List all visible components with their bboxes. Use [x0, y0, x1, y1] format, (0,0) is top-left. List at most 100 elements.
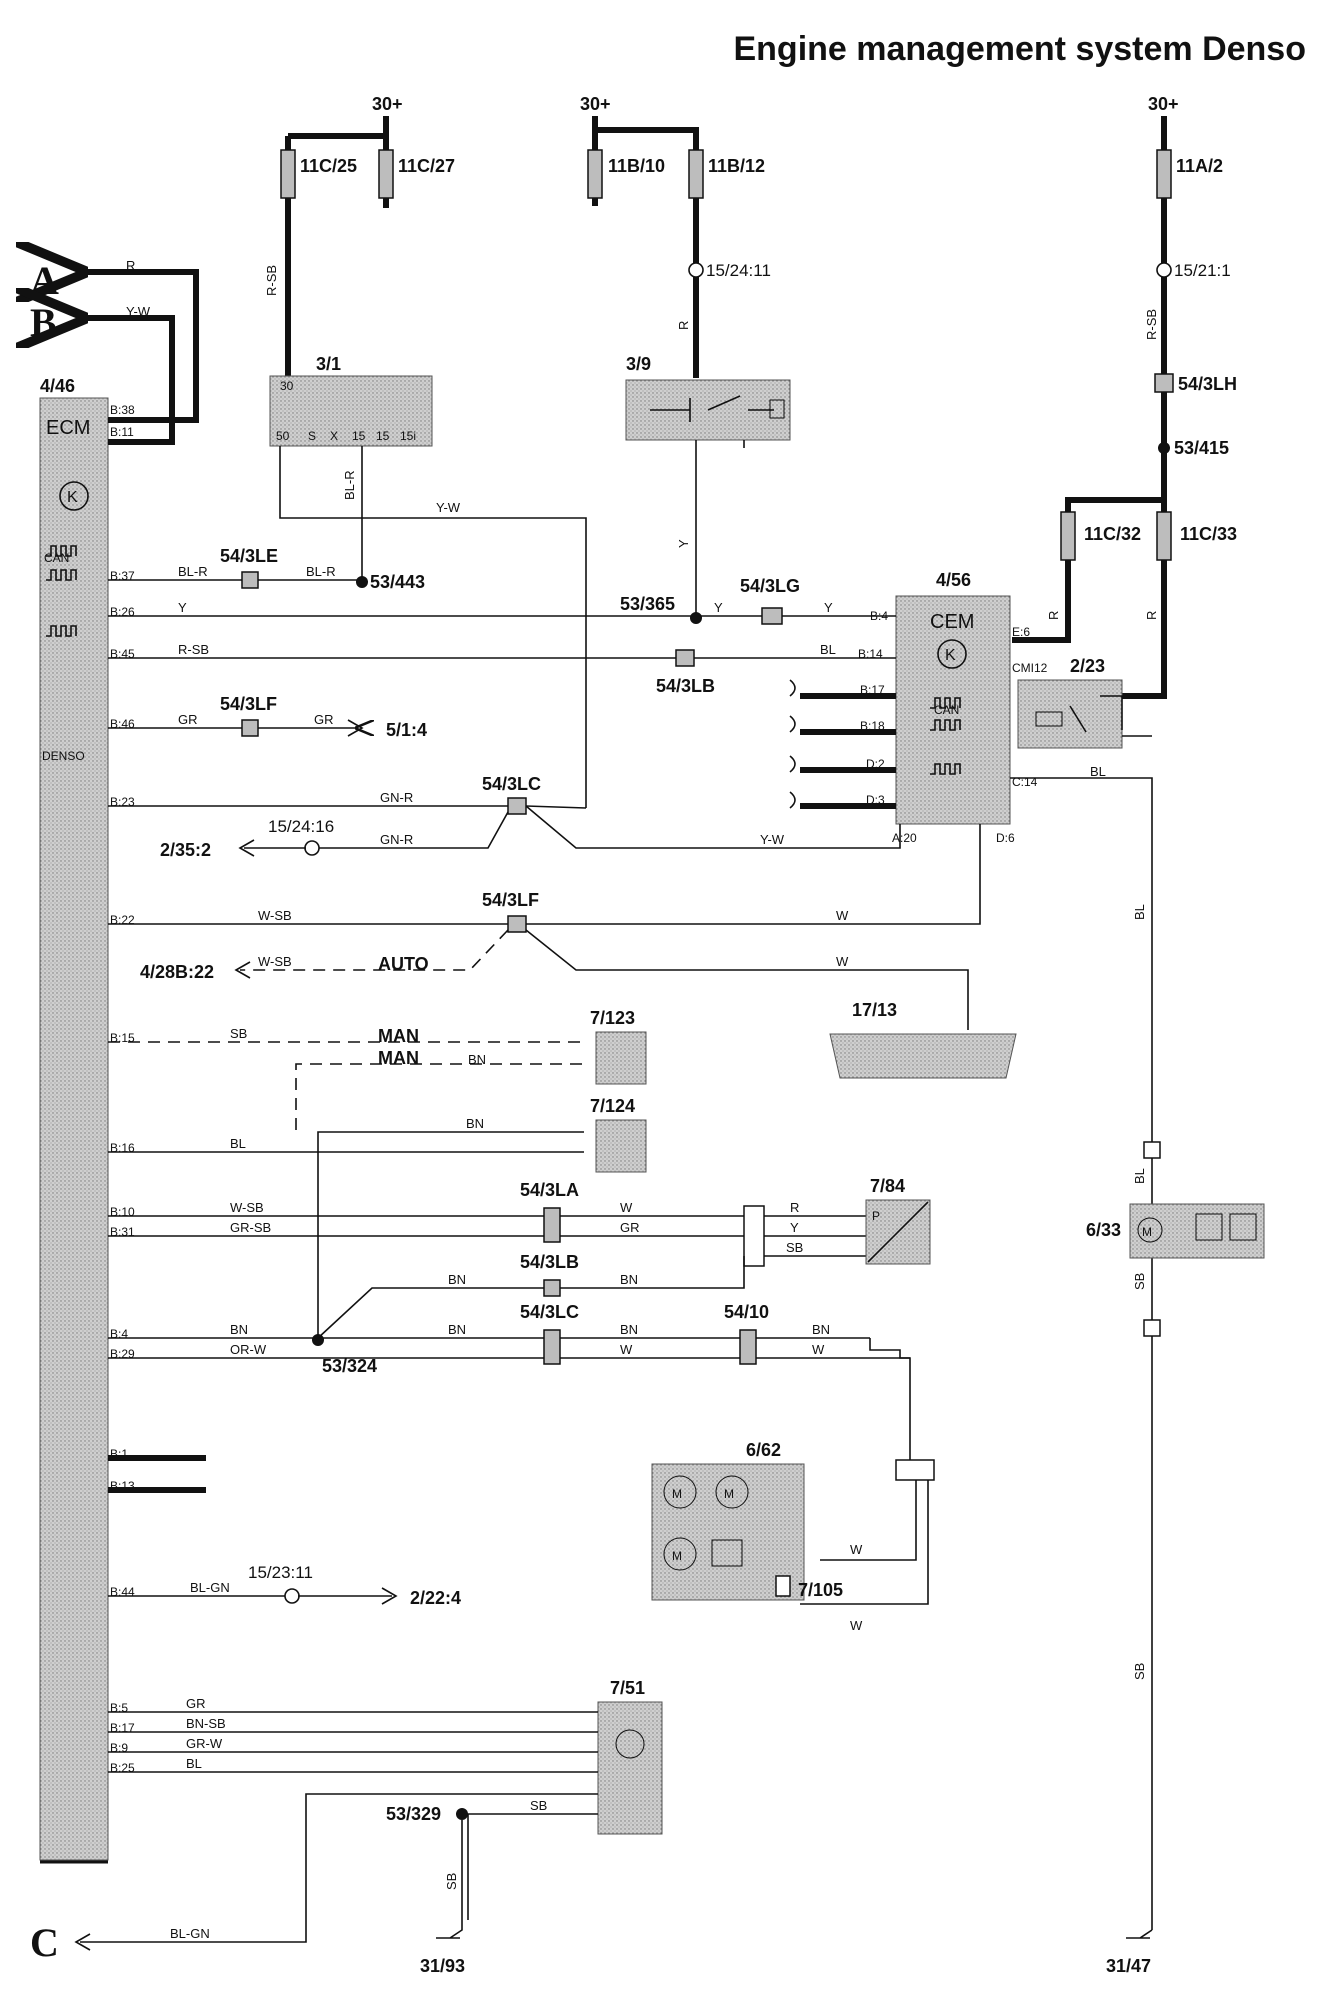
- svg-text:BN: BN: [812, 1322, 830, 1337]
- connector-54-3lc-1: [507, 797, 527, 815]
- svg-text:D:6: D:6: [996, 831, 1015, 845]
- svg-text:BL: BL: [820, 642, 836, 657]
- svg-text:7/124: 7/124: [590, 1096, 635, 1116]
- svg-text:54/3LF: 54/3LF: [220, 694, 277, 714]
- svg-text:BL: BL: [1132, 1168, 1147, 1184]
- switch-7-124: [595, 1119, 647, 1173]
- svg-text:OR-W: OR-W: [230, 1342, 267, 1357]
- svg-text:3/1: 3/1: [316, 354, 341, 374]
- ecm-pin: B:5: [110, 1701, 128, 1715]
- label-auto: AUTO: [378, 954, 429, 974]
- ref-b: B: [30, 300, 57, 345]
- connector-54-3lg: [761, 607, 783, 625]
- connector-54-3lb-2: [543, 1279, 561, 1297]
- svg-text:W: W: [812, 1342, 825, 1357]
- svg-text:BL-GN: BL-GN: [190, 1580, 230, 1595]
- cem-control-unit-icon: [937, 639, 967, 669]
- svg-text:2/22:4: 2/22:4: [410, 1588, 461, 1608]
- ecm-pin: B:29: [110, 1347, 135, 1361]
- svg-text:W: W: [836, 954, 849, 969]
- svg-text:GR-SB: GR-SB: [230, 1220, 271, 1235]
- connector-54-3lh: [1154, 373, 1174, 393]
- svg-text:Y: Y: [714, 600, 723, 615]
- ecm-label: ECM: [46, 417, 90, 439]
- svg-text:K: K: [945, 647, 956, 664]
- svg-text:30: 30: [280, 379, 294, 393]
- svg-text:2/35:2: 2/35:2: [160, 840, 211, 860]
- wire-b: [76, 318, 175, 445]
- svg-text:BN: BN: [230, 1322, 248, 1337]
- svg-text:M: M: [672, 1487, 682, 1501]
- svg-text:Y-W: Y-W: [126, 304, 151, 319]
- svg-text:W: W: [850, 1618, 863, 1633]
- svg-text:Y: Y: [790, 1220, 799, 1235]
- ecm-pin: B:45: [110, 647, 135, 661]
- diagnostic-connector-17-13: [829, 1033, 1017, 1079]
- svg-text:K: K: [67, 489, 78, 506]
- ignition-switch-3-1: [269, 375, 433, 447]
- svg-text:54/3LB: 54/3LB: [656, 676, 715, 696]
- svg-text:R-SB: R-SB: [1144, 309, 1159, 340]
- cem-label: CEM: [930, 611, 974, 633]
- node-15-24-11: [688, 262, 704, 278]
- fan-6-33: [1129, 1203, 1265, 1259]
- svg-text:15/24:11: 15/24:11: [706, 261, 771, 280]
- svg-text:15: 15: [376, 429, 390, 443]
- svg-text:P: P: [872, 1209, 880, 1223]
- ref-c: C: [30, 1920, 59, 1965]
- supply-30-3: 30+: [1148, 94, 1179, 114]
- svg-text:7/123: 7/123: [590, 1008, 635, 1028]
- connector-54-3lc-2: [543, 1329, 561, 1365]
- fuse-11c27: [378, 149, 394, 199]
- node-53-324: [312, 1334, 324, 1346]
- wire-a: [76, 272, 199, 423]
- svg-text:SB: SB: [530, 1798, 547, 1813]
- svg-text:54/3LH: 54/3LH: [1178, 374, 1237, 394]
- svg-text:BN: BN: [620, 1322, 638, 1337]
- svg-text:R-SB: R-SB: [178, 642, 209, 657]
- svg-text:W: W: [620, 1200, 633, 1215]
- connector-54-3lf-2: [507, 915, 527, 933]
- svg-text:54/10: 54/10: [724, 1302, 769, 1322]
- ecm-pin: B:37: [110, 569, 135, 583]
- svg-text:2/23: 2/23: [1070, 656, 1105, 676]
- fuse-11c32: [1060, 511, 1076, 561]
- svg-text:BN: BN: [620, 1272, 638, 1287]
- svg-text:7/84: 7/84: [870, 1176, 905, 1196]
- svg-text:R: R: [126, 258, 135, 273]
- svg-text:54/3LB: 54/3LB: [520, 1252, 579, 1272]
- connector-54-10: [739, 1329, 757, 1365]
- svg-text:S: S: [308, 429, 316, 443]
- svg-text:54/3LC: 54/3LC: [482, 774, 541, 794]
- svg-text:15: 15: [352, 429, 366, 443]
- svg-text:GN-R: GN-R: [380, 832, 413, 847]
- svg-text:R: R: [1144, 611, 1159, 620]
- ground-31-47: 31/47: [1106, 1956, 1151, 1976]
- ecm-pin: B:10: [110, 1205, 135, 1219]
- component-7-105: [775, 1575, 791, 1597]
- node-53-443: [356, 576, 368, 588]
- ecm-pin: B:16: [110, 1141, 135, 1155]
- svg-text:R: R: [676, 321, 691, 330]
- svg-text:BL: BL: [1132, 904, 1147, 920]
- svg-text:SB: SB: [230, 1026, 247, 1041]
- svg-text:11A/2: 11A/2: [1176, 156, 1223, 176]
- svg-text:C:14: C:14: [1012, 775, 1038, 789]
- page-title: Engine management system Denso: [733, 30, 1306, 68]
- svg-text:BL: BL: [1090, 764, 1106, 779]
- node-53-329: [456, 1808, 468, 1820]
- supply-30-2: 30+: [580, 94, 611, 114]
- ecm-pin: B:4: [110, 1327, 128, 1341]
- svg-text:54/3LA: 54/3LA: [520, 1180, 579, 1200]
- fuse-11b10: [587, 149, 603, 199]
- ecm-pin: B:44: [110, 1585, 135, 1599]
- svg-text:X: X: [330, 429, 338, 443]
- svg-text:BN-SB: BN-SB: [186, 1716, 226, 1731]
- svg-text:BL: BL: [230, 1136, 246, 1151]
- svg-text:BL-R: BL-R: [306, 564, 336, 579]
- svg-text:M: M: [672, 1549, 682, 1563]
- ecm-can-pulse-icon: [46, 545, 77, 557]
- svg-text:54/3LE: 54/3LE: [220, 546, 278, 566]
- svg-text:15/21:1: 15/21:1: [1174, 261, 1231, 280]
- svg-text:BN: BN: [468, 1052, 486, 1067]
